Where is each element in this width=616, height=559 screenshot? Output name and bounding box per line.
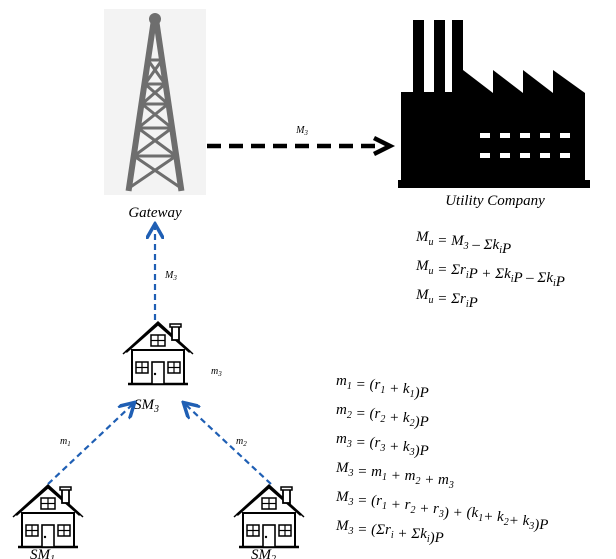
smart-meter-3-house-icon <box>121 320 195 386</box>
sm-formula-3: m3 = (r3 + k3)P <box>336 431 429 459</box>
utility-formula-3: Mu = ΣriP <box>415 287 478 311</box>
edge-label-gateway-utility: M3 <box>295 125 308 137</box>
utility-formula-1: Mu = M3 – ΣkiP <box>415 229 511 257</box>
sm-formula-1: m1 = (r1 + k1)P <box>336 373 429 401</box>
gateway-tower-icon <box>104 9 206 195</box>
sm1-label: SM1 <box>30 547 55 559</box>
smart-meter-formula-block: m1 = (r1 + k1)Pm2 = (r2 + k2)Pm3 = (r3 +… <box>335 373 548 546</box>
sm3-label: SM3 <box>134 397 159 415</box>
smart-meter-1-house-icon <box>11 483 85 549</box>
edge-label-sm3-gateway: M3 <box>164 270 177 282</box>
edge-label-sm2-sm3: m2 <box>236 436 247 448</box>
sm-formula-2: m2 = (r2 + k2)P <box>336 402 429 430</box>
utility-formula-2: Mu = ΣriP + ΣkiP – ΣkiP <box>415 258 565 290</box>
sm-formula-6: M3 = (Σri + Σki)P <box>335 518 444 546</box>
edge-label-sm1-sm3: m1 <box>60 436 71 448</box>
smart-meter-2-house-icon <box>232 483 306 549</box>
sm2-label: SM2 <box>251 547 276 559</box>
sm3-message-label: m3 <box>211 366 222 378</box>
sm-formula-5: M3 = (r1 + r2 + r3) + (k1+ k2+ k3)P <box>335 489 548 533</box>
sm2-to-sm3-arrow <box>185 404 272 485</box>
sm-formula-4: M3 = m1 + m2 + m3 <box>335 460 454 491</box>
gateway-to-utility-arrow <box>207 135 396 157</box>
gateway-label: Gateway <box>128 205 182 221</box>
utility-company-label: Utility Company <box>445 193 545 209</box>
factory-icon <box>398 20 590 188</box>
